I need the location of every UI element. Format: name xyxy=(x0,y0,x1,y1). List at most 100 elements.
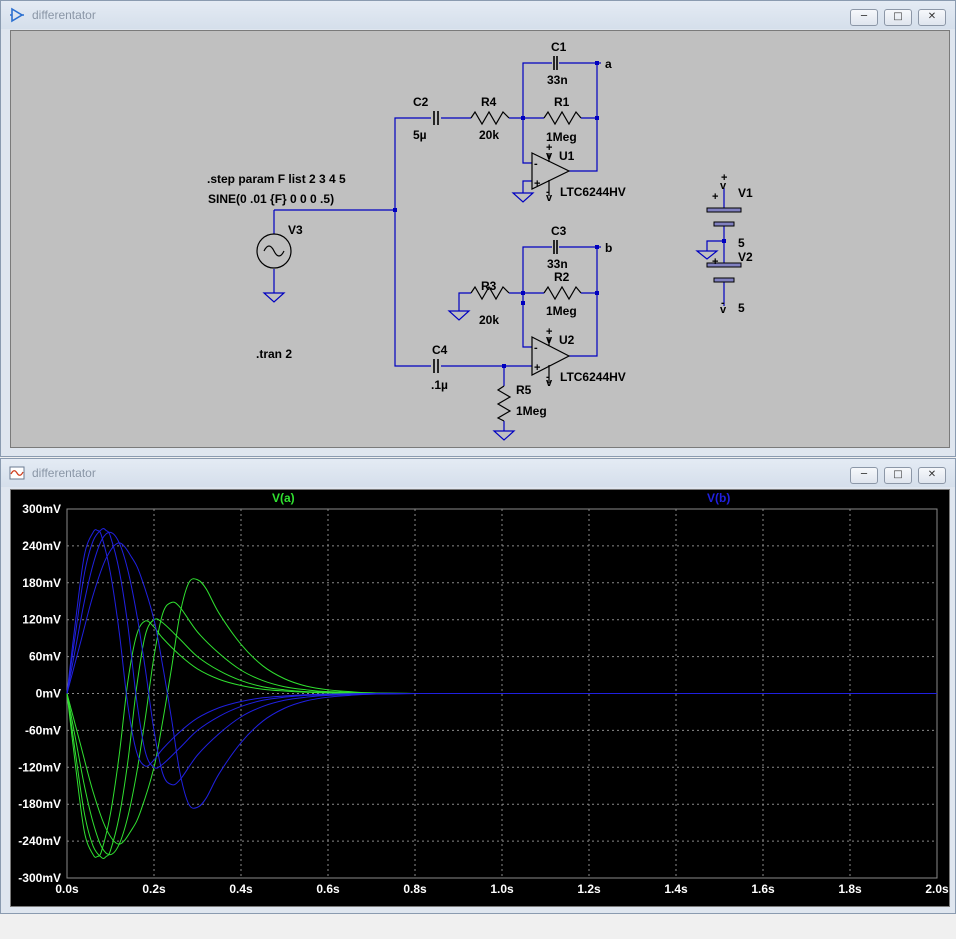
label-sine-source[interactable]: SINE(0 .01 {F} 0 0 0 .5) xyxy=(208,192,334,206)
svg-text:v: v xyxy=(720,180,727,192)
svg-text:-: - xyxy=(721,297,725,309)
ground-symbols xyxy=(262,192,719,441)
schematic-window: differentator ─ □ ✕ xyxy=(0,0,956,457)
trace-vb xyxy=(66,531,416,786)
y-tick-label: -240mV xyxy=(18,834,61,848)
opamp-symbols xyxy=(531,152,571,383)
label-node-b[interactable]: b xyxy=(605,241,612,255)
label-c4-value[interactable]: .1µ xyxy=(431,378,448,392)
svg-text:+: + xyxy=(721,172,727,184)
y-tick-label: 180mV xyxy=(22,576,61,590)
opamp-pin-signs: -+ -+ +v v- +v v- xyxy=(534,142,553,389)
y-axis-labels: 300mV240mV180mV120mV60mV0mV-60mV-120mV-1… xyxy=(18,502,61,885)
label-c2-value[interactable]: 5µ xyxy=(413,128,427,142)
x-tick-label: 0.2s xyxy=(142,882,166,896)
label-u2-model[interactable]: LTC6244HV xyxy=(560,370,626,384)
maximize-button[interactable]: □ xyxy=(884,9,912,26)
y-tick-label: -180mV xyxy=(18,797,61,811)
svg-text:+: + xyxy=(534,178,540,190)
label-node-a[interactable]: a xyxy=(605,57,612,71)
label-r2[interactable]: R2 xyxy=(554,270,570,284)
label-r5[interactable]: R5 xyxy=(516,383,532,397)
label-step-directive[interactable]: .step param F list 2 3 4 5 xyxy=(207,172,346,186)
svg-text:-: - xyxy=(546,371,550,383)
label-u1[interactable]: U1 xyxy=(559,149,575,163)
y-tick-label: 240mV xyxy=(22,539,61,553)
svg-text:v: v xyxy=(720,304,727,316)
svg-text:-: - xyxy=(534,158,538,170)
legend-va[interactable]: V(a) xyxy=(272,491,295,505)
schematic-app-icon xyxy=(10,7,24,23)
waveform-plot[interactable]: 300mV240mV180mV120mV60mV0mV-60mV-120mV-1… xyxy=(11,490,949,906)
minimize-button[interactable]: ─ xyxy=(850,9,878,26)
label-r2-value[interactable]: 1Meg xyxy=(546,304,577,318)
label-v2[interactable]: V2 xyxy=(738,250,753,264)
label-c1-value[interactable]: 33n xyxy=(547,73,568,87)
x-tick-label: 1.0s xyxy=(490,882,514,896)
svg-text:+: + xyxy=(546,326,552,338)
y-tick-label: 300mV xyxy=(22,502,61,516)
waveform-app-icon xyxy=(9,466,25,480)
battery-symbols xyxy=(706,207,742,283)
x-tick-label: 0.4s xyxy=(229,882,253,896)
label-r1-value[interactable]: 1Meg xyxy=(546,130,577,144)
label-r1[interactable]: R1 xyxy=(554,95,570,109)
resistor-symbols xyxy=(470,110,582,422)
trace-vb xyxy=(66,542,416,809)
status-bar xyxy=(0,914,956,939)
svg-text:+: + xyxy=(712,191,718,203)
label-c4[interactable]: C4 xyxy=(432,343,448,357)
label-v1[interactable]: V1 xyxy=(738,186,753,200)
x-tick-label: 0.8s xyxy=(403,882,427,896)
close-button[interactable]: ✕ xyxy=(918,467,946,484)
label-r3[interactable]: R3 xyxy=(481,279,497,293)
label-u1-model[interactable]: LTC6244HV xyxy=(560,185,626,199)
schematic-canvas[interactable]: -+ -+ +v v- +v v- xyxy=(10,30,950,448)
x-tick-label: 0.0s xyxy=(55,882,79,896)
x-tick-label: 1.2s xyxy=(577,882,601,896)
trace-va xyxy=(66,578,416,845)
label-r5-value[interactable]: 1Meg xyxy=(516,404,547,418)
maximize-button[interactable]: □ xyxy=(884,467,912,484)
schematic-titlebar[interactable]: differentator ─ □ ✕ xyxy=(1,1,955,29)
label-v1-value[interactable]: 5 xyxy=(738,236,745,250)
y-tick-label: -120mV xyxy=(18,760,61,774)
minimize-button[interactable]: ─ xyxy=(850,467,878,484)
label-c1[interactable]: C1 xyxy=(551,40,567,54)
svg-text:+: + xyxy=(712,256,718,268)
capacitor-symbols xyxy=(433,56,558,373)
trace-va xyxy=(66,620,416,858)
label-c3[interactable]: C3 xyxy=(551,224,567,238)
svg-text:v: v xyxy=(546,334,553,346)
svg-text:+: + xyxy=(546,142,552,154)
y-tick-label: 60mV xyxy=(29,650,61,664)
y-tick-label: -60mV xyxy=(25,723,61,737)
x-tick-label: 2.0s xyxy=(925,882,949,896)
battery-pin-signs: +v + + v- xyxy=(712,172,727,316)
legend-vb[interactable]: V(b) xyxy=(707,491,730,505)
svg-text:-: - xyxy=(546,186,550,198)
traces xyxy=(66,528,937,859)
trace-vb xyxy=(66,528,416,769)
junction-dots xyxy=(393,61,726,368)
close-button[interactable]: ✕ xyxy=(918,9,946,26)
x-tick-label: 1.6s xyxy=(751,882,775,896)
x-tick-label: 0.6s xyxy=(316,882,340,896)
y-tick-label: 120mV xyxy=(22,613,61,627)
label-r4-value[interactable]: 20k xyxy=(479,128,499,142)
label-c2[interactable]: C2 xyxy=(413,95,429,109)
svg-text:v: v xyxy=(546,377,553,389)
plot-title: differentator xyxy=(32,466,96,480)
label-v3[interactable]: V3 xyxy=(288,223,303,237)
label-v2-value[interactable]: 5 xyxy=(738,301,745,315)
trace-va xyxy=(66,601,416,856)
label-u2[interactable]: U2 xyxy=(559,333,575,347)
svg-text:+: + xyxy=(534,362,540,374)
label-c3-value[interactable]: 33n xyxy=(547,257,568,271)
label-tran-directive[interactable]: .tran 2 xyxy=(256,347,292,361)
schematic-title: differentator xyxy=(32,8,96,22)
label-r4[interactable]: R4 xyxy=(481,95,497,109)
label-r3-value[interactable]: 20k xyxy=(479,313,499,327)
plot-titlebar[interactable]: differentator ─ □ ✕ xyxy=(1,459,955,487)
